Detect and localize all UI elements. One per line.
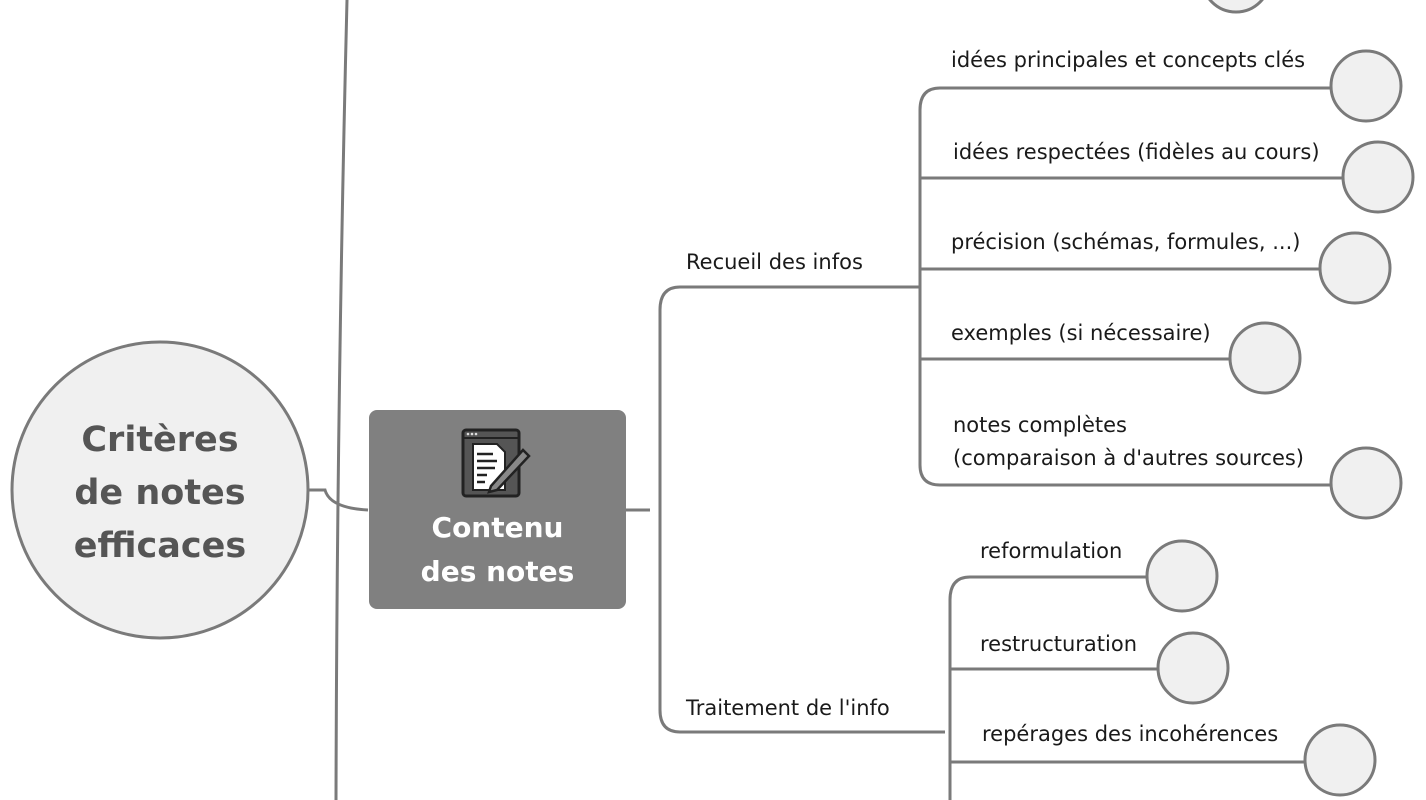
central-topic-node[interactable]: Contenu des notes bbox=[369, 410, 626, 609]
collapse-circle bbox=[1329, 446, 1403, 520]
collapse-circle bbox=[1228, 321, 1302, 395]
collapse-circle bbox=[1303, 723, 1377, 797]
topic-label[interactable]: précision (schémas, formules, ...) bbox=[951, 230, 1301, 254]
branch-label-traitement[interactable]: Traitement de l'info bbox=[686, 696, 890, 720]
subtrunk-traitement bbox=[948, 575, 971, 800]
topic-label[interactable]: notes complètes (comparaison à d'autres … bbox=[953, 413, 1304, 470]
collapse-circle bbox=[1156, 631, 1230, 705]
root-connector bbox=[308, 488, 369, 512]
collapse-circle bbox=[1329, 49, 1403, 123]
topic-label[interactable]: idées principales et concepts clés bbox=[951, 48, 1306, 72]
topic-label[interactable]: idées respectées (fidèles au cours) bbox=[953, 140, 1320, 164]
topic-label[interactable]: restructuration bbox=[980, 632, 1138, 656]
root-node-circle bbox=[10, 340, 310, 640]
collapse-circle bbox=[1318, 231, 1392, 305]
root-node-label[interactable]: Critères de notes efficaces bbox=[73, 420, 247, 566]
subtrunk-recueil bbox=[918, 86, 941, 487]
collapse-circle bbox=[1208, 0, 1264, 14]
collapse-circle bbox=[1341, 140, 1415, 214]
branch-label-recueil[interactable]: Recueil des infos bbox=[686, 250, 863, 274]
main-trunk bbox=[334, 0, 349, 800]
central-topic-label: Contenu des notes bbox=[420, 511, 575, 588]
note-pencil-icon bbox=[461, 428, 531, 498]
topic-label[interactable]: repérages des incohérences bbox=[982, 722, 1279, 746]
collapse-circle bbox=[1145, 539, 1219, 613]
branch-trunk bbox=[658, 285, 681, 734]
topic-label[interactable]: exemples (si nécessaire) bbox=[951, 321, 1211, 345]
topic-label[interactable]: reformulation bbox=[980, 539, 1123, 563]
